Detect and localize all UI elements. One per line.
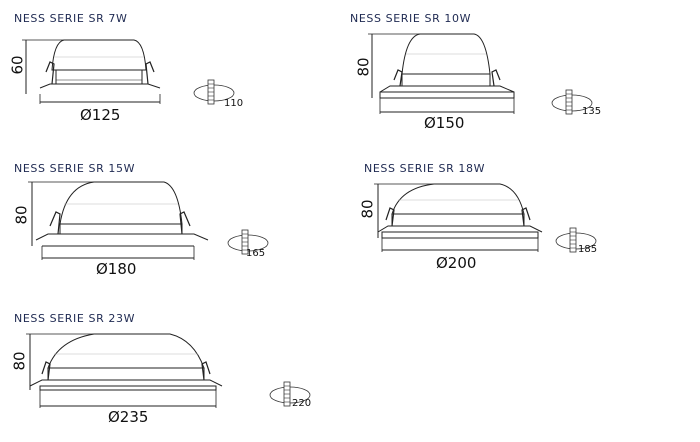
downlight-drawing xyxy=(22,39,161,104)
height-label: 80 xyxy=(354,57,373,77)
product-panel-18w: NESS SERIE SR 18W 80 Ø200 185 xyxy=(359,162,624,292)
cutout-icon xyxy=(227,229,269,255)
cutout-icon xyxy=(555,227,597,253)
product-title: NESS SERIE SR 23W xyxy=(14,312,136,325)
cutout-label: 185 xyxy=(578,244,598,255)
cutout-label: 165 xyxy=(246,248,266,259)
cutout-icon xyxy=(193,79,235,105)
cutout-icon xyxy=(551,89,593,115)
product-panel-10w: NESS SERIE SR 10W 80 Ø150 135 xyxy=(350,12,610,142)
height-label: 80 xyxy=(12,205,31,225)
downlight-drawing xyxy=(28,181,209,260)
cutout-label: 220 xyxy=(292,398,312,409)
cutout-icon xyxy=(269,381,311,407)
height-label: 80 xyxy=(358,199,377,219)
diameter-label: Ø125 xyxy=(80,106,121,124)
product-panel-23w: NESS SERIE SR 23W 80 Ø235 220 xyxy=(10,312,312,442)
product-panel-15w: NESS SERIE SR 15W 80 Ø180 165 xyxy=(12,162,274,292)
product-panel-7w: NESS SERIE SR 7W 60 Ø125 110 xyxy=(9,12,274,142)
diameter-label: Ø150 xyxy=(424,114,465,132)
downlight-drawing xyxy=(374,183,543,252)
product-title: NESS SERIE SR 15W xyxy=(14,162,136,175)
height-label: 60 xyxy=(8,55,27,75)
product-title: NESS SERIE SR 18W xyxy=(364,162,486,175)
diameter-label: Ø235 xyxy=(108,408,149,426)
downlight-drawing xyxy=(26,333,223,408)
product-title: NESS SERIE SR 10W xyxy=(350,12,472,25)
diameter-label: Ø200 xyxy=(436,254,477,272)
diameter-label: Ø180 xyxy=(96,260,137,278)
cutout-label: 110 xyxy=(224,98,244,109)
cutout-label: 135 xyxy=(582,106,602,117)
downlight-drawing xyxy=(368,33,515,114)
product-title: NESS SERIE SR 7W xyxy=(14,12,128,25)
height-label: 80 xyxy=(10,351,29,371)
